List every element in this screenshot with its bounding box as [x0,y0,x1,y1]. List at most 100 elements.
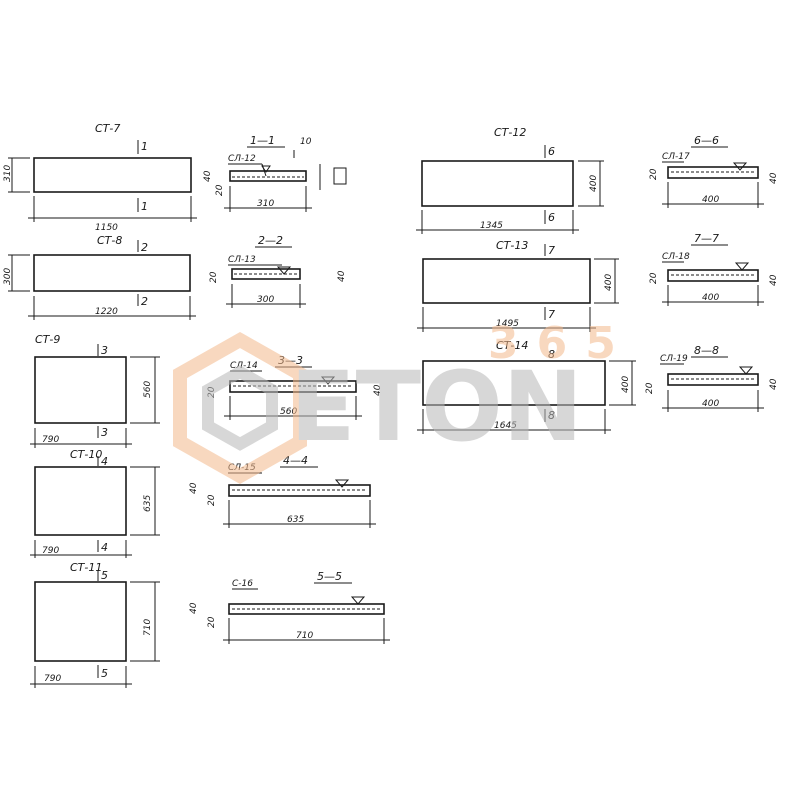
watermark-hexagon-icon [173,331,307,485]
section-title: 8—8 [694,344,719,357]
thickness-dimension: 40 [373,384,383,396]
section-mark: 1 [141,140,148,153]
width-dimension: 635 [287,515,304,525]
length-dimension: 1345 [480,221,503,231]
section-title: 5—5 [317,570,342,583]
section-outline [228,484,371,497]
panel-ct12: СТ-12 6 6 400 1345 [416,126,604,234]
section-outline [667,269,759,282]
panel-ct14: СТ-14 8 8 400 1645 [417,339,636,434]
section-outline [229,170,307,182]
watermark-text: ETON [290,351,583,463]
panel-title: СТ-14 [496,339,528,352]
panel-ct13: СТ-13 7 7 400 1495 [417,239,619,332]
length-dimension: 790 [42,435,59,445]
panel-title: СТ-13 [496,239,528,252]
extra-dimension: 10 [300,137,312,147]
thickness-dimension: 40 [189,482,199,494]
watermark: ETON 365 [173,318,634,485]
section-title: 6—6 [694,134,719,147]
height-dimension: 400 [621,376,631,393]
mesh-label: СЛ-17 [662,152,690,162]
cover-dimension: 20 [215,184,225,196]
section-title: 1—1 [250,134,275,147]
panel-ct11: СТ-11 5 5 710 790 [30,561,160,688]
thickness-dimension: 40 [337,270,347,282]
panel-title: СТ-9 [35,333,60,346]
width-dimension: 400 [702,399,719,409]
panel-outline [34,466,127,536]
panel-title: СТ-7 [95,122,120,135]
section-mark: 4 [101,541,108,554]
section-title: 7—7 [694,232,719,245]
section-1-1: 1—1 10 СЛ-12 40 20 310 [203,134,347,212]
thickness-dimension: 40 [189,602,199,614]
thickness-dimension: 40 [769,378,779,390]
cover-dimension: 20 [207,616,217,628]
section-mark: 6 [548,211,555,224]
section-mark: 8 [548,348,555,361]
panel-ct7: СТ-7 1 1 310 1150 [3,122,197,233]
width-dimension: 400 [702,195,719,205]
section-title: 4—4 [283,454,308,467]
panel-outline [422,258,591,304]
watermark-number: 365 [488,318,634,369]
panel-outline [34,356,127,424]
section-2-2: 2—2 СЛ-13 20 40 300 [209,234,347,308]
panel-outline [34,581,127,662]
cover-dimension: 20 [645,382,655,394]
panel-outline [33,157,192,193]
width-dimension: 560 [280,407,297,417]
section-outline [667,373,759,386]
cover-dimension: 20 [207,494,217,506]
section-outline [667,166,759,179]
height-dimension: 560 [143,381,153,398]
length-dimension: 1645 [494,421,517,431]
section-outline [231,268,301,280]
width-dimension: 300 [257,295,274,305]
mesh-label: С-16 [232,579,253,589]
section-outline [228,603,385,615]
length-dimension: 790 [42,546,59,556]
width-dimension: 710 [296,631,313,641]
panel-title: СТ-12 [494,126,526,139]
section-mark: 1 [141,200,148,213]
height-dimension: 710 [143,619,153,636]
section-8-8: 8—8 СЛ-19 20 40 400 [645,344,779,412]
panel-title: СТ-8 [97,234,122,247]
panel-ct10: СТ-10 4 4 635 790 [30,448,160,558]
panel-title: СТ-10 [70,448,102,461]
section-mark: 3 [101,344,108,357]
height-dimension: 635 [143,495,153,512]
panel-ct8: СТ-8 2 2 300 1220 [3,234,196,320]
width-dimension: 400 [702,293,719,303]
mesh-label: СЛ-14 [230,361,258,371]
panel-outline [422,360,606,406]
length-dimension: 790 [44,674,61,684]
section-mark: 6 [548,145,555,158]
section-7-7: 7—7 СЛ-18 20 40 400 [649,232,779,306]
section-mark: 2 [141,241,148,254]
height-dimension: 400 [589,175,599,192]
mesh-label: СЛ-13 [228,255,256,265]
section-mark: 7 [548,244,555,257]
cover-dimension: 20 [649,168,659,180]
mesh-label: СЛ-18 [662,252,690,262]
panel-outline [33,254,191,292]
width-dimension: 310 [257,199,274,209]
section-mark: 5 [101,667,108,680]
length-dimension: 1150 [95,223,118,233]
section-title: 2—2 [258,234,283,247]
thickness-dimension: 40 [769,274,779,286]
section-6-6: 6—6 СЛ-17 20 40 400 [649,134,779,208]
height-dimension: 400 [604,274,614,291]
section-3-3: 3—3 СЛ-14 20 40 560 [207,354,383,420]
cover-dimension: 20 [649,272,659,284]
section-mark: 7 [548,308,555,321]
cover-dimension: 20 [209,271,219,283]
panel-title: СТ-11 [70,561,102,574]
length-dimension: 1495 [496,319,519,329]
thickness-dimension: 40 [769,172,779,184]
panel-outline [421,160,574,207]
